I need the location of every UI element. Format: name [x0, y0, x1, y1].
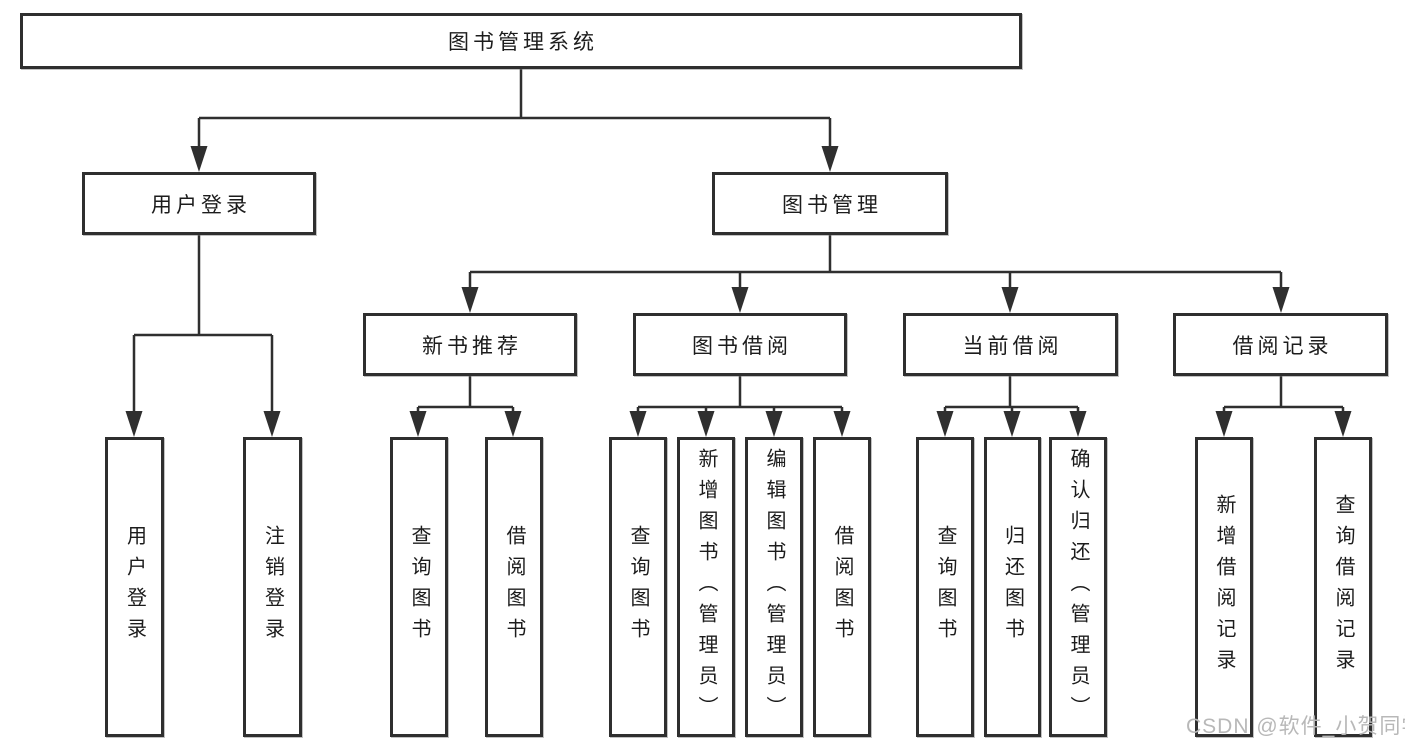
leaf-add-books-admin: 新增图书（管理员） — [677, 437, 735, 737]
node-label: 归还图书 — [1001, 525, 1024, 649]
node-label: 查询借阅记录 — [1332, 494, 1354, 680]
node-book-management: 图书管理 — [712, 172, 948, 235]
node-label: 借阅图书 — [831, 525, 853, 649]
leaf-confirm-return-admin: 确认归还（管理员） — [1049, 437, 1107, 737]
node-label: 新增借阅记录 — [1213, 494, 1235, 680]
node-label: 借阅记录 — [1232, 334, 1333, 358]
node-user-login: 用户登录 — [82, 172, 316, 235]
node-label: 查询图书 — [408, 525, 430, 649]
node-label: 图书管理 — [782, 193, 882, 217]
leaf-query-books-recommend: 查询图书 — [390, 437, 448, 737]
node-new-book-recommendation: 新书推荐 — [363, 313, 577, 376]
node-label: 用户登录 — [151, 193, 251, 217]
node-label: 编辑图书（管理员） — [763, 447, 785, 727]
node-label: 借阅图书 — [503, 525, 525, 649]
node-label: 注销登录 — [261, 525, 284, 649]
node-label: 新书推荐 — [422, 334, 522, 358]
leaf-return-books: 归还图书 — [984, 437, 1041, 737]
leaf-user-login: 用户登录 — [105, 437, 164, 737]
leaf-query-books-current: 查询图书 — [916, 437, 974, 737]
leaf-logout: 注销登录 — [243, 437, 302, 737]
node-label: 查询图书 — [627, 525, 649, 649]
node-label: 用户登录 — [123, 525, 146, 649]
leaf-borrow-books: 借阅图书 — [813, 437, 871, 737]
leaf-edit-books-admin: 编辑图书（管理员） — [745, 437, 803, 737]
leaf-add-borrow-record: 新增借阅记录 — [1195, 437, 1253, 737]
leaf-query-books-borrowing: 查询图书 — [609, 437, 667, 737]
node-label: 图书管理系统 — [448, 31, 598, 54]
node-label: 查询图书 — [934, 525, 956, 649]
node-borrowing-records: 借阅记录 — [1173, 313, 1388, 376]
node-book-borrowing: 图书借阅 — [633, 313, 847, 376]
node-label: 确认归还（管理员） — [1067, 447, 1089, 727]
node-label: 图书借阅 — [692, 334, 792, 358]
watermark: CSDN @软件_小贺同学 — [1186, 715, 1405, 738]
node-label: 当前借阅 — [962, 334, 1063, 358]
node-current-borrowing: 当前借阅 — [903, 313, 1118, 376]
leaf-query-borrow-record: 查询借阅记录 — [1314, 437, 1372, 737]
node-label: 新增图书（管理员） — [695, 447, 717, 727]
leaf-borrow-books-recommend: 借阅图书 — [485, 437, 543, 737]
node-library-management-system: 图书管理系统 — [20, 13, 1022, 69]
